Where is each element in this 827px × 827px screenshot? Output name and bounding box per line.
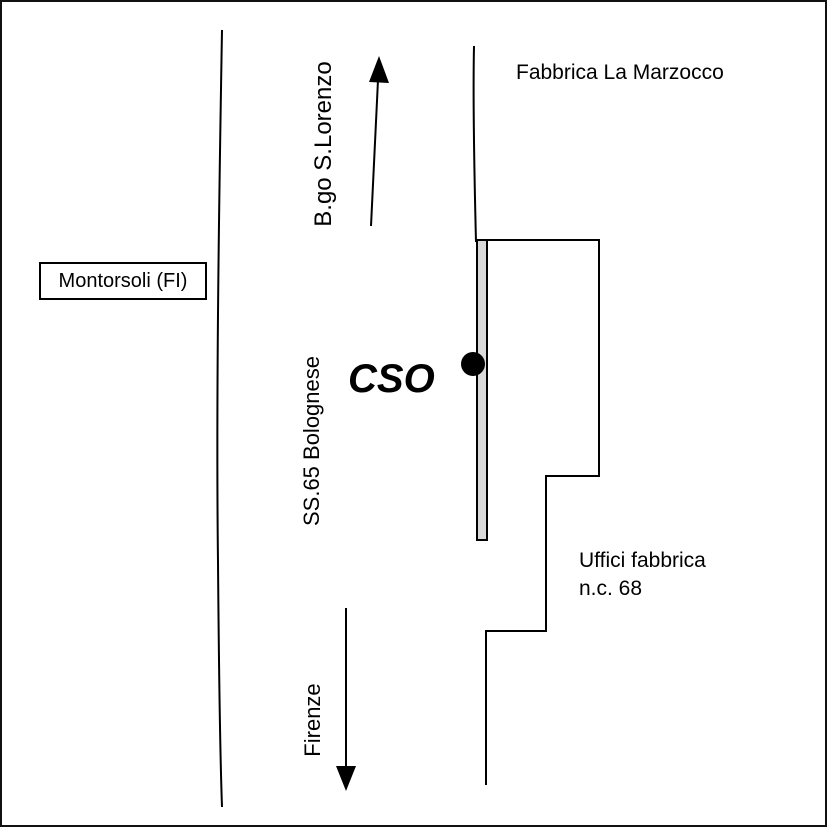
road-right-edge-top — [472, 45, 477, 243]
south-direction-label: Firenze — [300, 683, 325, 757]
building-strip — [476, 239, 488, 541]
offices-label-line2: n.c. 68 — [579, 577, 643, 600]
factory-outline — [485, 239, 600, 785]
offices-label-line1: Uffici fabbrica — [579, 549, 706, 572]
arrow-north-icon — [369, 56, 389, 227]
offices-label: Uffici fabbrica n.c. 68 — [579, 547, 706, 603]
north-direction-label: B.go S.Lorenzo — [310, 61, 337, 227]
road-label: SS.65 Bolognese — [299, 355, 324, 527]
town-label: Montorsoli (FI) — [58, 269, 188, 292]
town-label-box: Montorsoli (FI) — [39, 262, 207, 300]
cso-location-marker-icon[interactable] — [461, 352, 485, 376]
factory-label: Fabbrica La Marzocco — [516, 61, 724, 84]
road-left-edge — [216, 29, 223, 808]
arrow-south-icon — [336, 608, 356, 791]
cso-marker-label: CSO — [348, 357, 435, 401]
